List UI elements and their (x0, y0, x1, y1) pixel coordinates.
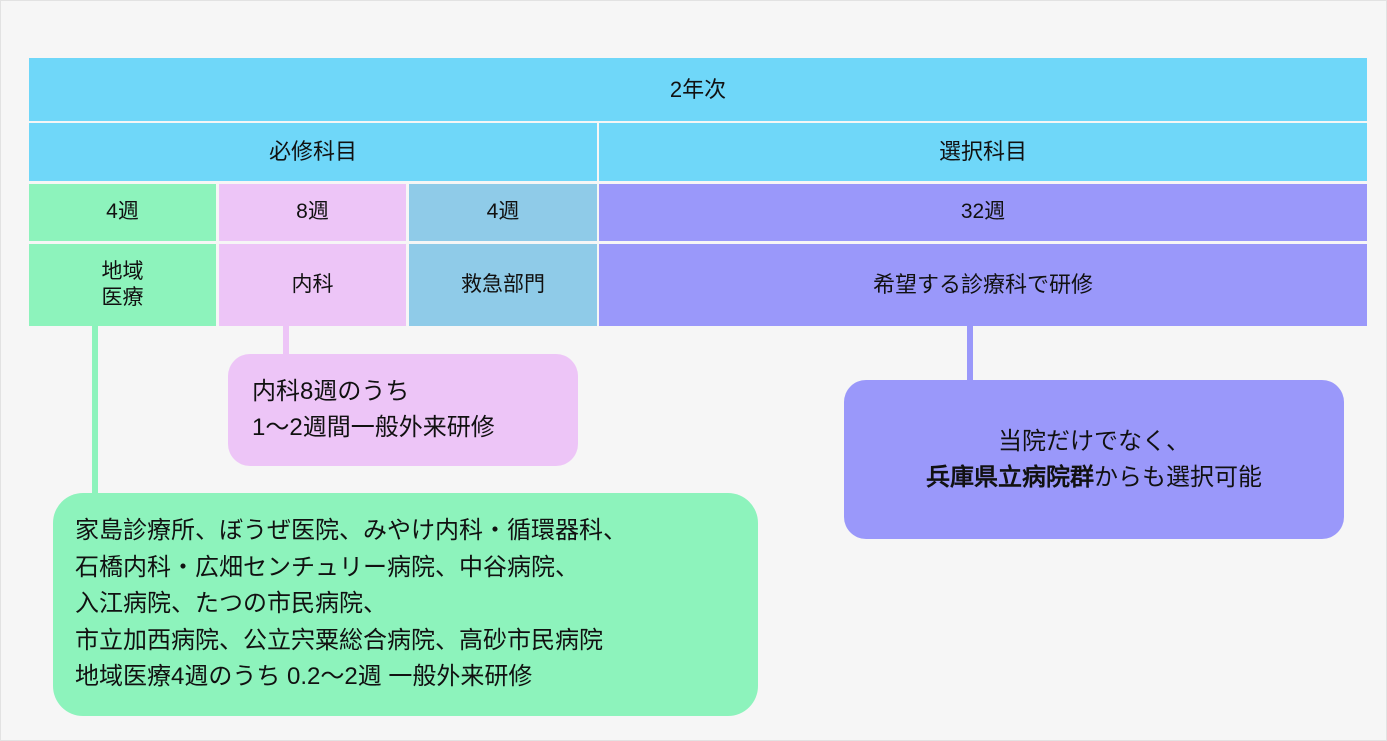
callout-elective: 当院だけでなく、 兵庫県立病院群からも選択可能 (844, 380, 1344, 539)
callout-community-line5: 地域医療4週のうち 0.2〜2週 一般外来研修 (75, 663, 533, 691)
subject-cell-elective: 希望する診療科で研修 (599, 244, 1367, 326)
connector-line-internal-medicine (283, 325, 289, 365)
callout-elective-line2-rest: からも選択可能 (1094, 463, 1262, 491)
duration-cell-community: 4週 (29, 184, 216, 241)
callout-community-hospitals: 家島診療所、ぼうぜ医院、みやけ内科・循環器科、 石橋内科・広畑センチュリー病院、… (53, 493, 758, 716)
callout-elective-line1: 当院だけでなく、 (998, 427, 1190, 455)
subject-cell-internal-medicine: 内科 (219, 244, 406, 326)
duration-cell-emergency: 4週 (409, 184, 597, 241)
category-cell-required: 必修科目 (29, 123, 597, 181)
callout-elective-hospital-group: 兵庫県立病院群 (926, 463, 1094, 491)
subject-cell-emergency: 救急部門 (409, 244, 597, 326)
connector-line-elective (967, 325, 973, 385)
callout-elective-line2: 兵庫県立病院群からも選択可能 (868, 460, 1320, 496)
callout-community-line1: 家島診療所、ぼうぜ医院、みやけ内科・循環器科、 (75, 517, 627, 545)
connector-line-community (92, 325, 98, 501)
callout-community-line3: 入江病院、たつの市民病院、 (75, 590, 387, 618)
duration-cell-internal-medicine: 8週 (219, 184, 406, 241)
callout-community-line2: 石橋内科・広畑センチュリー病院、中谷病院、 (75, 553, 579, 581)
callout-internal-medicine: 内科8週のうち 1〜2週間一般外来研修 (228, 354, 578, 466)
subject-cell-community: 地域 医療 (29, 244, 216, 326)
year-header-cell: 2年次 (29, 58, 1367, 121)
callout-internal-medicine-line2: 1〜2週間一般外来研修 (252, 414, 495, 441)
callout-community-line4: 市立加西病院、公立宍粟総合病院、高砂市民病院 (75, 626, 603, 654)
category-cell-elective: 選択科目 (599, 123, 1367, 181)
duration-cell-elective: 32週 (599, 184, 1367, 241)
callout-internal-medicine-line1: 内科8週のうち (252, 378, 410, 406)
